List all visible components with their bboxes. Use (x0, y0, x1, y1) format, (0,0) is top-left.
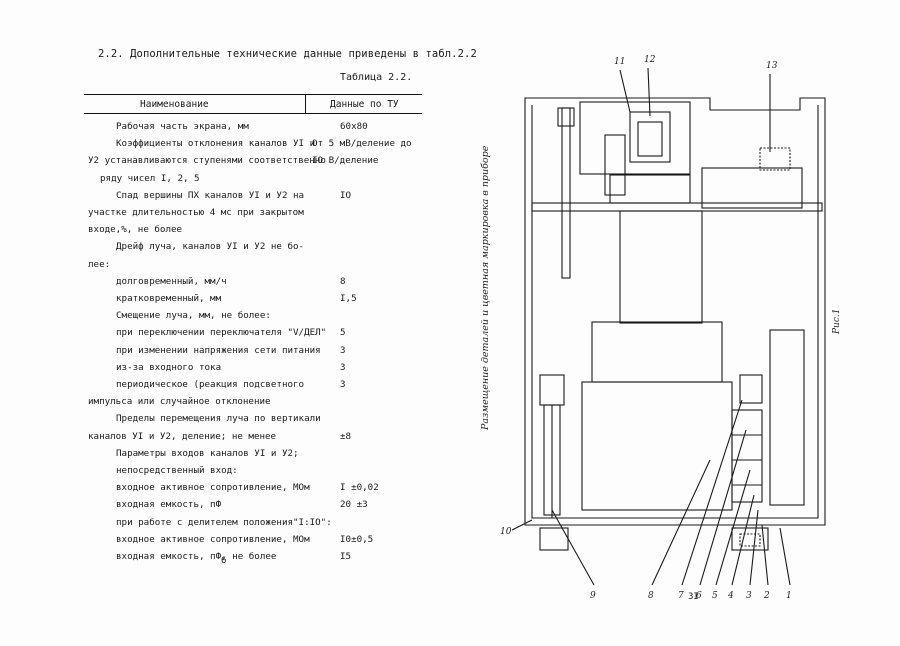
table-row-value: I5 (340, 551, 352, 562)
callout-6: 6 (696, 591, 702, 601)
table-row-label: входная емкость, пФ, не более (116, 551, 277, 562)
callout-9: 9 (590, 591, 596, 601)
crt-middle (591, 321, 723, 383)
table-column-divider (305, 94, 306, 113)
table-row-label: входное активное сопротивление, МОм (116, 482, 310, 493)
table-row-value: I,5 (340, 293, 357, 304)
base-connector-right (731, 527, 769, 551)
table-row-value: 20 ±3 (340, 499, 368, 510)
table-row-value: 5 (340, 327, 346, 338)
callout-5: 5 (712, 591, 718, 601)
table-number: Таблица 2.2. (340, 72, 413, 83)
callout-8: 8 (648, 591, 654, 601)
header-value: Данные по ТУ (330, 99, 399, 110)
table-row-value: I ±0,02 (340, 482, 379, 493)
table-row-label: Параметры входов каналов УI и У2; (116, 448, 299, 459)
top-right-block (701, 167, 803, 209)
callout-3: 3 (746, 591, 752, 601)
callout-11: 11 (614, 57, 625, 67)
top-left-block (579, 101, 691, 175)
table-row-value: 3 (340, 379, 346, 390)
right-lamp (739, 374, 763, 404)
callout-7: 7 (678, 591, 684, 601)
horizontal-rail (531, 202, 823, 212)
table-row-value: 3 (340, 345, 346, 356)
table-row-label: долговременный, мм/ч (116, 276, 227, 287)
table-row-label: каналов УI и У2, деление; не менее (88, 431, 277, 442)
table-row-label: при изменении напряжения сети питания (116, 345, 321, 356)
housing-outline (524, 97, 826, 526)
device-cross-section-drawing: 11 12 13 9 8 7 6 5 4 3 2 1 10 (500, 55, 826, 601)
crt-neck (619, 210, 703, 324)
callout-1: 1 (786, 591, 792, 601)
table-row-label: Пределы перемещения луча по вертикали (116, 413, 321, 424)
table-row-label: участке длительностью 4 мс при закрытом (88, 207, 304, 218)
left-page-number: 6 (221, 556, 227, 566)
table-row-value: 8 (340, 276, 346, 287)
intro-line: 2.2. Дополнительные технические данные п… (98, 48, 477, 60)
coil-13 (759, 147, 791, 171)
table-row-label: Коэффициенты отклонения каналов УI и (116, 138, 316, 149)
right-board (769, 329, 805, 506)
callout-4: 4 (727, 591, 734, 601)
table-row-label: непосредственный вход: (116, 465, 238, 476)
vertical-rod (561, 107, 571, 279)
callout-13: 13 (766, 61, 778, 71)
table-row-label: входная емкость, пФ (116, 499, 222, 510)
callout-12: 12 (644, 55, 656, 65)
label-plate-11 (629, 111, 671, 163)
table-row-value: IO (340, 190, 352, 201)
table-row-value: 60х80 (340, 121, 368, 132)
figure-label: Рис.1 (832, 308, 842, 334)
table-row-label: лее: (88, 259, 111, 270)
table-row-label: при переключении переключателя "V/ДЕЛ" (116, 327, 327, 338)
table-row-label: Спад вершины ПХ каналов УI и У2 на (116, 190, 305, 201)
right-page-number: 3I (688, 592, 699, 602)
table-header-rule (84, 113, 422, 114)
table-row-label: кратковременный, мм (116, 293, 222, 304)
crt-front (581, 381, 733, 511)
table-row-label: Смещение луча, мм, не более: (116, 310, 271, 321)
header-name: Наименование (140, 99, 209, 110)
table-row-value: От 5 мВ/деление до (312, 138, 412, 149)
callout-10: 10 (500, 527, 512, 537)
table-row-value: ±8 (340, 431, 352, 442)
table-row-label: входе,%, не более (88, 224, 183, 235)
table-row-label: входное активное сопротивление, МОм (116, 534, 310, 545)
table-row-value: IO В/деление (312, 155, 379, 166)
table-row-value: 3 (340, 362, 346, 373)
table-row-label: импульса или случайное отклонение (88, 396, 271, 407)
table-row-label: У2 устанавливаются ступенями соответстве… (88, 155, 326, 166)
table-top-rule (84, 94, 422, 95)
figure-caption: Размещение деталей и цветная маркировка … (480, 145, 491, 430)
table-row-value: I0±0,5 (340, 534, 374, 545)
table-row-label: ряду чисел I, 2, 5 (100, 173, 200, 184)
left-lamp (539, 374, 565, 406)
callout-2: 2 (763, 591, 770, 601)
table-row-label: при работе с делителем положения"I:IO": (116, 517, 332, 528)
table-row-label: периодическое (реакция подсветного (116, 379, 305, 390)
table-row-label: Рабочая часть экрана, мм (116, 121, 249, 132)
table-row-label: из-за входного тока (116, 362, 222, 373)
table-row-label: Дрейф луча, каналов УI и У2 не бо- (116, 241, 305, 252)
